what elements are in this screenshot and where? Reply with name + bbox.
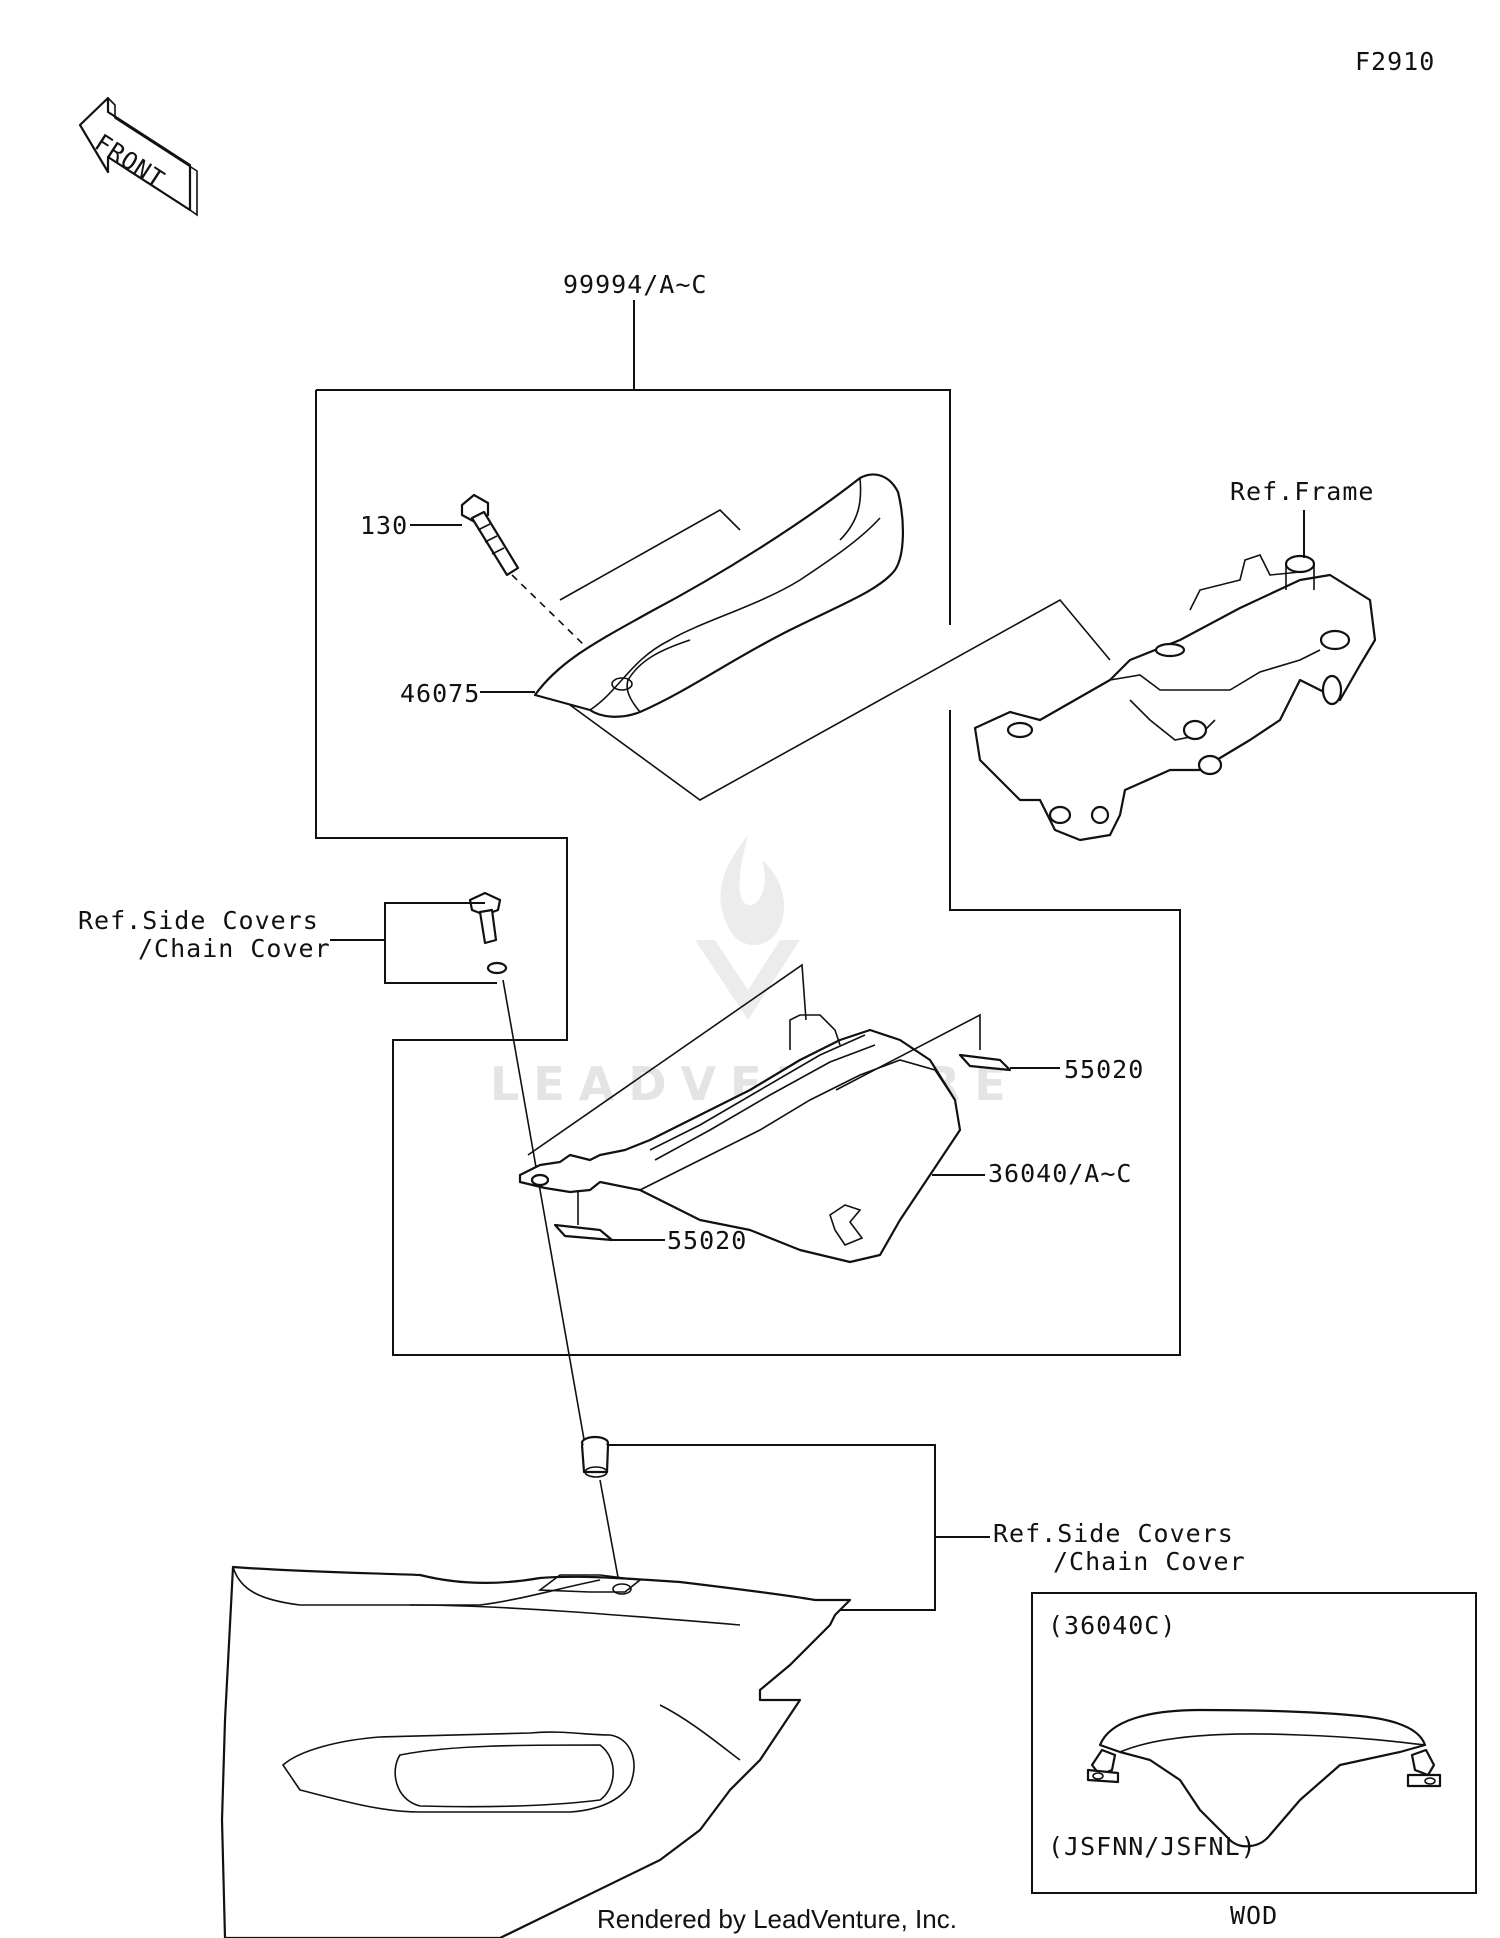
diagram-code: F2910 [1355,47,1435,76]
ref-side-covers-top-bracket [384,902,497,984]
seat-cover-36040 [518,1014,962,1264]
inset-cover-36040c [1086,1708,1442,1848]
pad-lower [553,1223,614,1242]
inset-caption: WOD [1230,1901,1278,1930]
inset-part-code: (36040C) [1048,1611,1176,1640]
label-bolt: 130 [360,511,408,540]
side-cover [220,1565,852,1938]
ref-side-covers-bottom-bracket [608,1444,936,1611]
screw-top [468,891,508,975]
front-arrow-icon: FRONT [78,96,198,217]
label-cover: 36040/A~C [988,1159,1132,1188]
footer-credit: Rendered by LeadVenture, Inc. [597,1904,957,1934]
watermark-flame-icon [720,835,785,945]
grab-rail-46075 [533,473,904,718]
rail-frame-leader [569,598,1111,801]
inset-box: (36040C) (JSFNN/JSFNL) [1031,1592,1477,1894]
cover-assembly-guide [527,963,807,1156]
pad-upper-guide [835,1013,981,1091]
label-grab-rail: 46075 [400,679,480,708]
rail-bolt-leader [559,509,741,601]
inset-variant-code: (JSFNN/JSFNL) [1048,1832,1257,1861]
frame [973,554,1377,842]
pad-upper [958,1053,1012,1072]
label-ref-frame: Ref.Frame [1230,477,1374,506]
label-ref-side-covers-top-1: Ref.Side Covers [78,906,319,935]
label-pad-upper: 55020 [1064,1055,1144,1084]
watermark-v-icon [695,940,800,1020]
fastener-axis-line [502,979,586,1446]
watermark: LEADVENTURE [490,835,1006,1111]
label-ref-side-covers-bottom-2: /Chain Cover [1053,1547,1246,1576]
bolt-130 [460,493,520,577]
assembly-outline [315,300,1181,1356]
label-ref-side-covers-top-2: /Chain Cover [138,934,331,963]
assembly-label: 99994/A~C [563,270,707,299]
label-ref-side-covers-bottom-1: Ref.Side Covers [993,1519,1234,1548]
grommet [580,1435,610,1478]
label-pad-lower: 55020 [667,1226,747,1255]
